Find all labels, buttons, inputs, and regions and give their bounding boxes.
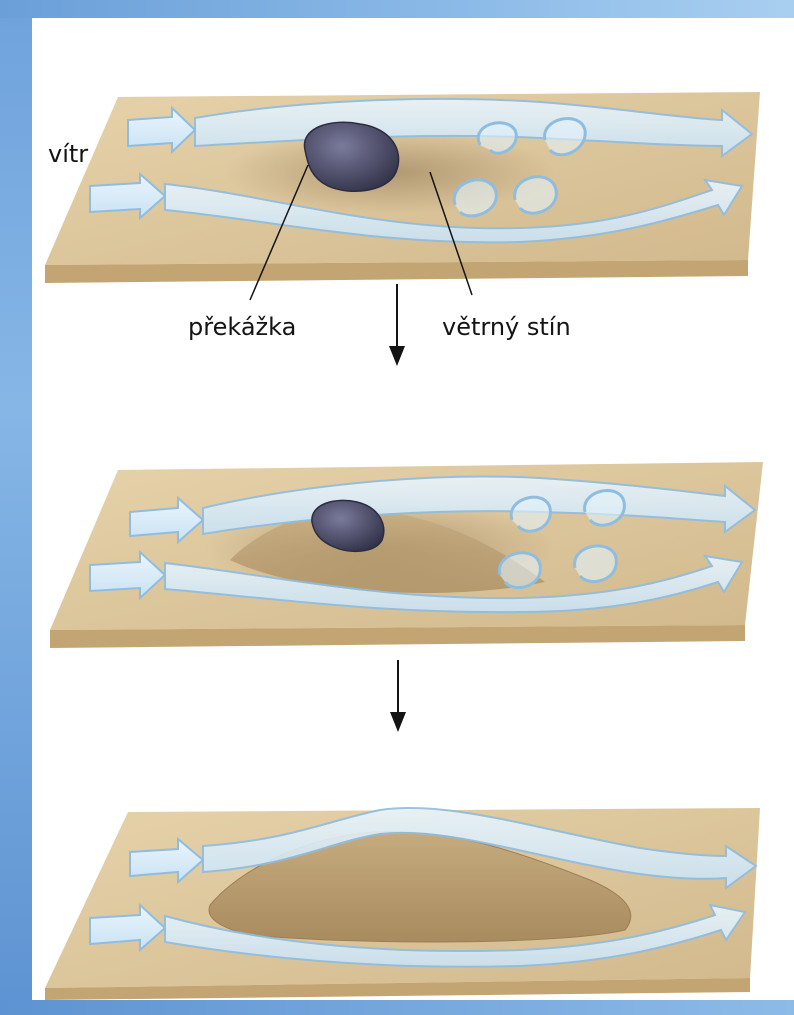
- label-wind-shadow: větrný stín: [442, 313, 571, 341]
- stage-arrow-2-to-3: [390, 660, 406, 732]
- label-obstacle: překážka: [188, 313, 296, 341]
- panel-stage-1: [45, 92, 760, 300]
- panel-stage-2: [50, 462, 763, 648]
- stage-arrow-1-to-2: [389, 284, 405, 366]
- panel-stage-3: [45, 808, 760, 1000]
- label-wind: vítr: [48, 140, 88, 168]
